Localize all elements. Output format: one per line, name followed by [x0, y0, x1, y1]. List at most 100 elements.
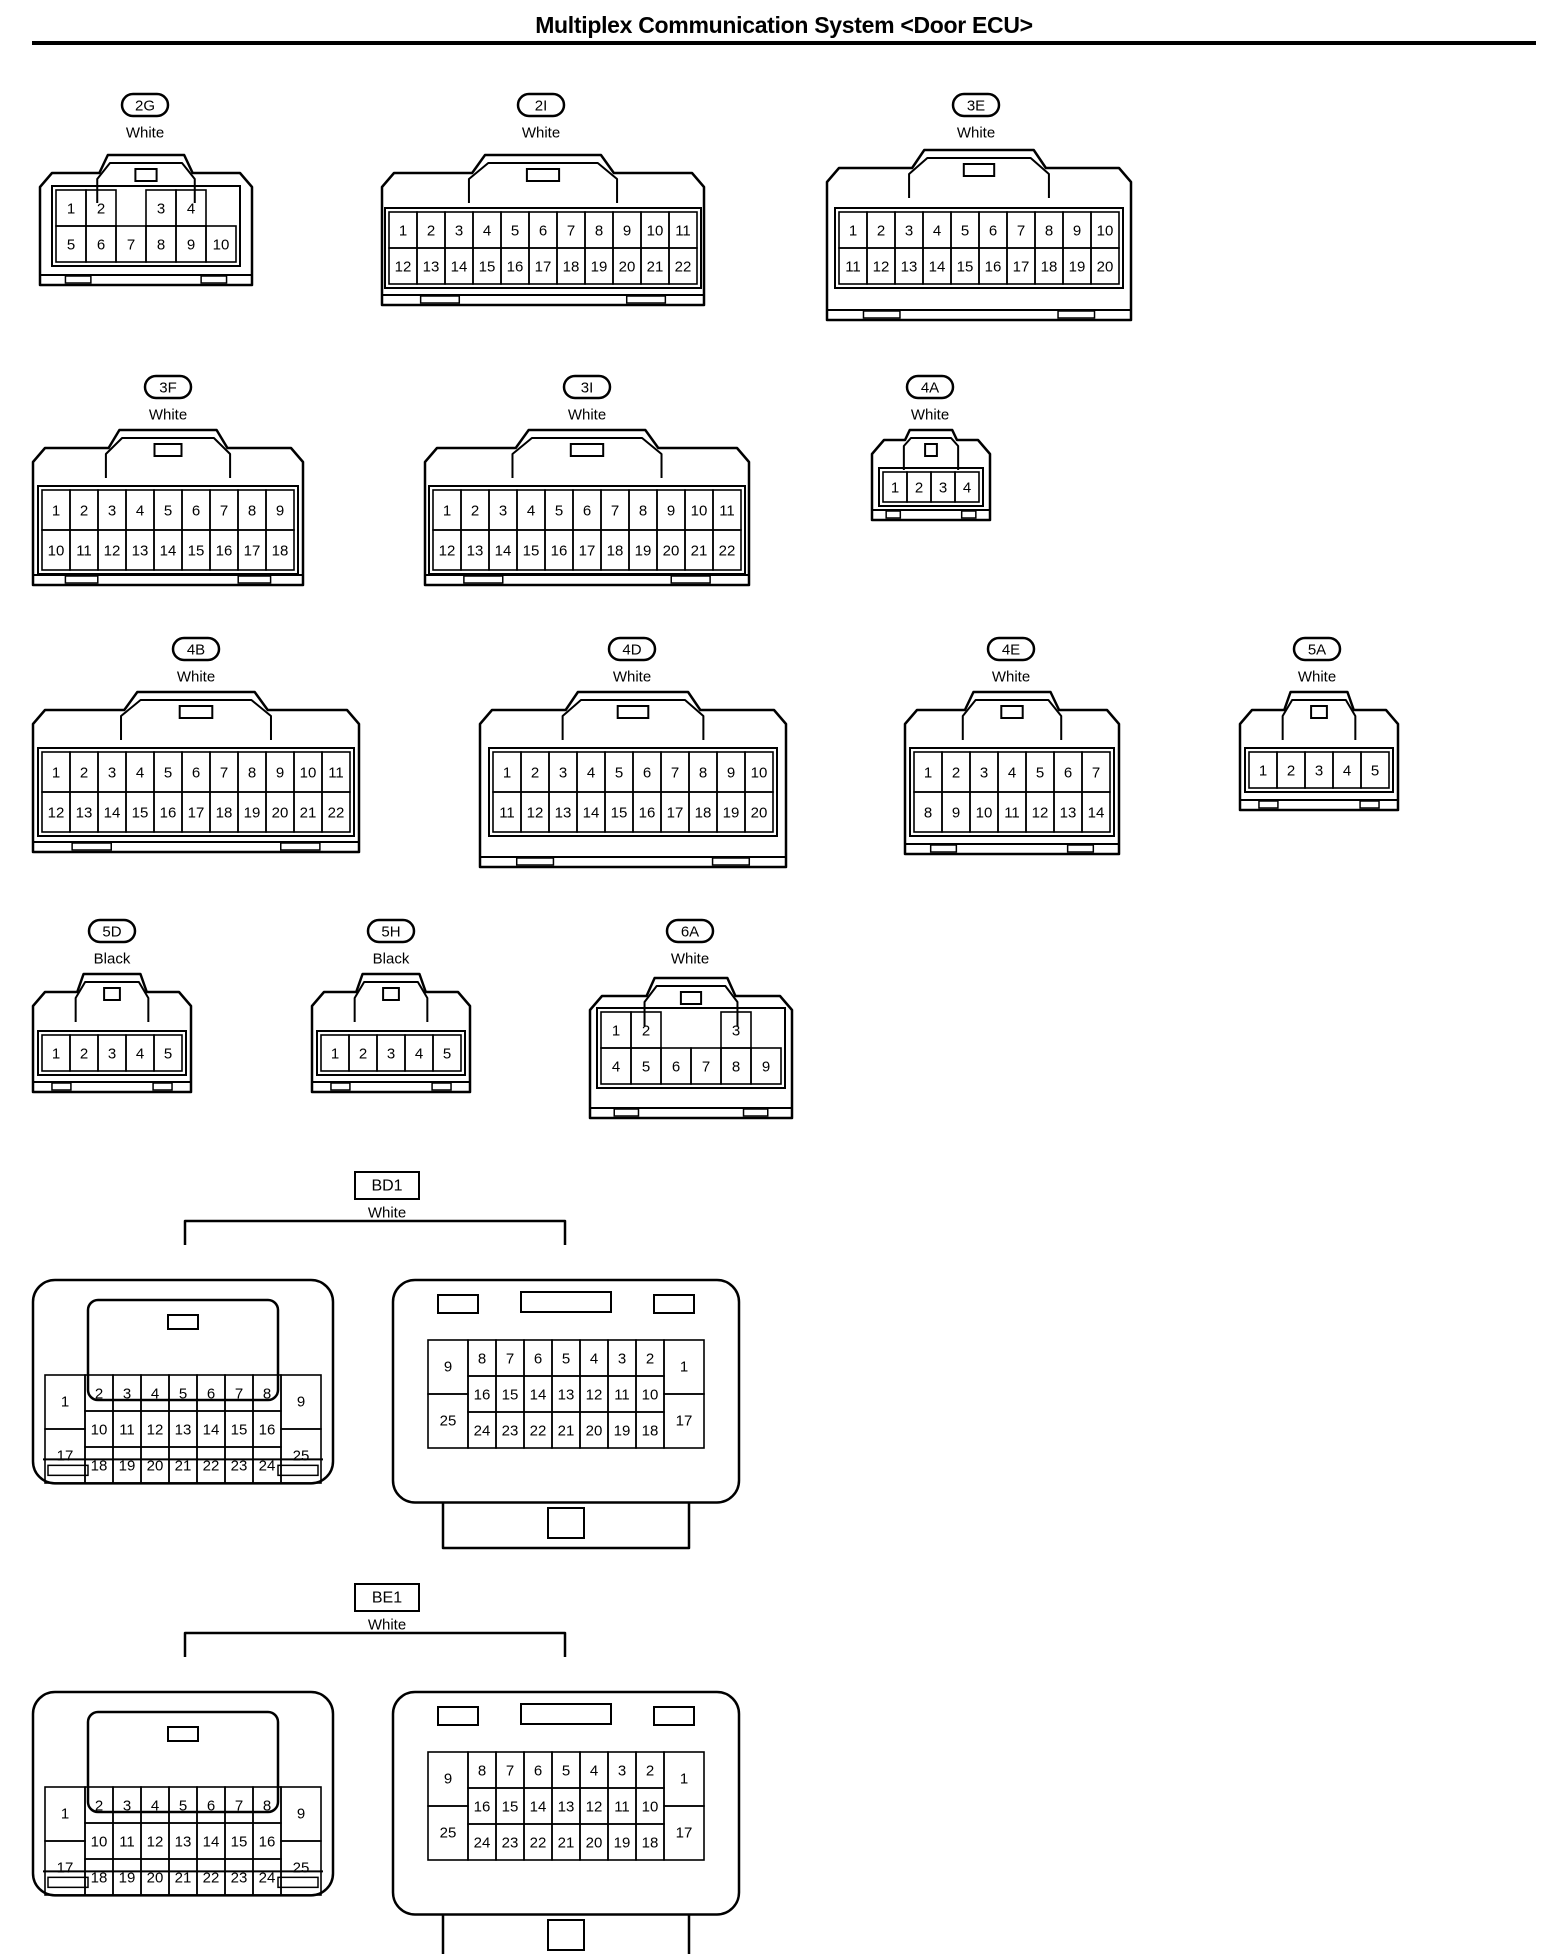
pin-label: 20 [751, 805, 768, 822]
rear-tab [547, 1507, 585, 1539]
rear-shroud [441, 1502, 691, 1550]
pin-label: 6 [207, 1386, 215, 1403]
base-latch [1258, 800, 1279, 809]
base-latch [47, 1464, 89, 1477]
pin-label: 8 [732, 1059, 740, 1076]
connector-housing [478, 690, 788, 869]
pin-cell [663, 1393, 705, 1449]
connector-id: 4B [187, 642, 205, 659]
connector-id-badge [120, 92, 170, 118]
pin-label: 1 [399, 223, 407, 240]
lock-frame [86, 1298, 280, 1402]
pin-label: 1 [67, 201, 75, 218]
pin-cell [744, 791, 774, 833]
pin-label: 4 [527, 503, 535, 520]
pin-label: 15 [502, 1799, 519, 1816]
pin-label: 10 [751, 765, 768, 782]
lock-tab [569, 443, 605, 457]
pin-label: 15 [523, 543, 540, 560]
connector-color: White [671, 951, 709, 968]
pin-label: 10 [91, 1834, 108, 1851]
pin-label: 8 [248, 765, 256, 782]
pin-label: 9 [667, 503, 675, 520]
pin-label: 18 [216, 805, 233, 822]
lock-frame [467, 162, 619, 203]
connector-id: 5A [1308, 642, 1326, 659]
connector-housing [423, 428, 751, 587]
base-latch [613, 1108, 640, 1117]
base-latch [277, 1464, 319, 1477]
pin-label: 16 [259, 1422, 276, 1439]
pin-label: 3 [559, 765, 567, 782]
pin-label: 11 [119, 1834, 135, 1851]
pin-label: 10 [213, 237, 230, 254]
pin-cell [750, 1047, 782, 1085]
pin-label: 12 [439, 543, 456, 560]
pin-label: 12 [147, 1422, 164, 1439]
connector-id-badge [366, 918, 416, 944]
pin-label: 9 [444, 1771, 452, 1788]
pin-area [878, 467, 984, 507]
lock-tab [103, 987, 121, 1001]
pin-label: 7 [567, 223, 575, 240]
connector-id: 3F [159, 380, 177, 397]
connector-id-badge [562, 374, 612, 400]
pin-label: 2 [642, 1023, 650, 1040]
housing [31, 1278, 335, 1485]
pin-label: 20 [586, 1835, 603, 1852]
pin-label: 16 [216, 543, 233, 560]
pin-label: 20 [663, 543, 680, 560]
pin-label: 13 [558, 1387, 575, 1404]
base-latch [862, 310, 901, 319]
connector-housing [38, 153, 254, 287]
pin-label: 4 [963, 480, 971, 497]
pin-label: 8 [924, 805, 932, 822]
connector-id-badge [607, 636, 657, 662]
pin-label: 1 [849, 223, 857, 240]
pin-label: 17 [535, 259, 552, 276]
pin-label: 5 [1371, 763, 1379, 780]
pin-label: 11 [499, 805, 515, 822]
pin-area [488, 747, 778, 837]
lock-tab [962, 163, 996, 177]
pin-label: 17 [188, 805, 205, 822]
pin-label: 2 [359, 1046, 367, 1063]
top-lock [520, 1291, 612, 1313]
pin-label: 25 [293, 1448, 310, 1465]
pin-label: 6 [672, 1059, 680, 1076]
connector-color: Black [94, 951, 131, 968]
pin-area [316, 1030, 466, 1076]
pin-label: 18 [607, 543, 624, 560]
lock-frame [643, 985, 739, 1026]
pin-label: 3 [455, 223, 463, 240]
pin-label: 9 [727, 765, 735, 782]
pin-label: 11 [719, 503, 735, 520]
pin-area [1244, 747, 1394, 793]
connector-id-badge [665, 918, 715, 944]
pin-label: 17 [1013, 259, 1030, 276]
housing [31, 1690, 335, 1897]
pin-label: 4 [151, 1798, 159, 1815]
lock-tab [679, 991, 703, 1005]
pin-label: 6 [534, 1351, 542, 1368]
pin-cell [668, 247, 698, 285]
pin-label: 5 [179, 1386, 187, 1403]
pin-label: 17 [676, 1413, 693, 1430]
base-latch [152, 1082, 173, 1091]
pin-label: 3 [618, 1763, 626, 1780]
pin-cell [280, 1428, 322, 1484]
pin-label: 9 [187, 237, 195, 254]
pin-label: 23 [502, 1423, 519, 1440]
pin-label: 3 [499, 503, 507, 520]
lock-frame [511, 437, 663, 478]
pin-label: 7 [1017, 223, 1025, 240]
pin-label: 15 [231, 1834, 248, 1851]
lock-tab [153, 443, 183, 457]
pin-label: 18 [272, 543, 289, 560]
pin-label: 19 [244, 805, 261, 822]
pin-label: 13 [175, 1422, 192, 1439]
pin-label: 1 [680, 1771, 688, 1788]
